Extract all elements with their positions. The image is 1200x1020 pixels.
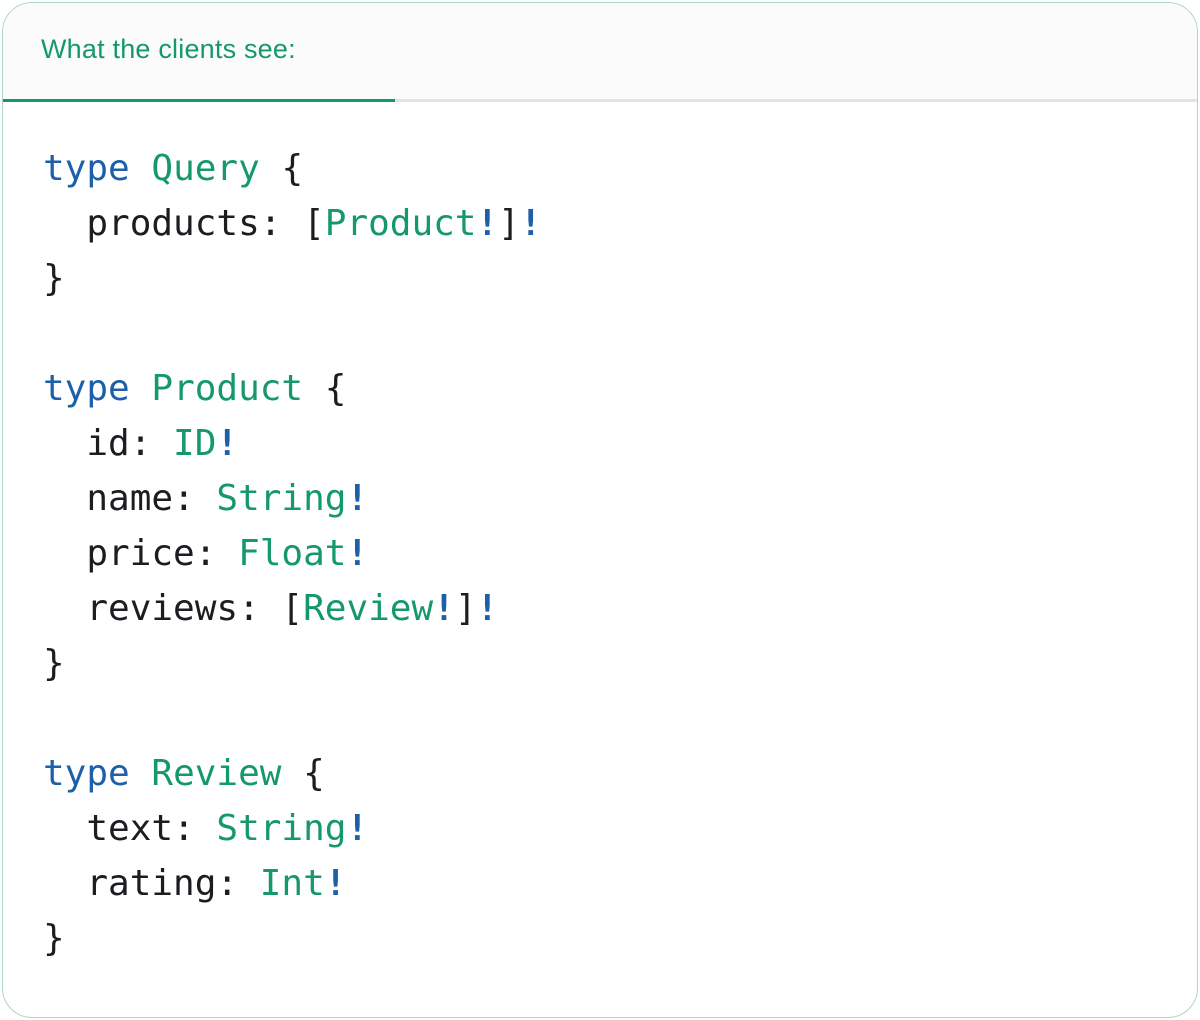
- tab-bar: What the clients see:: [3, 3, 1197, 102]
- code-line: name: String!: [43, 478, 369, 519]
- code-line: type Product {: [43, 368, 347, 409]
- code-line: [43, 306, 1167, 361]
- code-line: [43, 691, 1167, 746]
- code-line: reviews: [Review!]!: [43, 588, 499, 629]
- code-line: type Query {: [43, 148, 304, 189]
- graphql-schema-code: type Query { products: [Product!]!} type…: [3, 102, 1197, 966]
- code-line: }: [43, 643, 65, 684]
- code-line: id: ID!: [43, 423, 239, 464]
- tab-what-clients-see[interactable]: What the clients see:: [3, 3, 395, 102]
- code-line: type Review {: [43, 753, 325, 794]
- code-line: }: [43, 918, 65, 959]
- code-line: products: [Product!]!: [43, 203, 542, 244]
- code-line: text: String!: [43, 808, 369, 849]
- header-divider: [3, 99, 1197, 102]
- code-line: }: [43, 258, 65, 299]
- tab-label: What the clients see:: [41, 34, 296, 64]
- active-tab-underline: [3, 99, 395, 102]
- code-line: rating: Int!: [43, 863, 347, 904]
- code-line: price: Float!: [43, 533, 369, 574]
